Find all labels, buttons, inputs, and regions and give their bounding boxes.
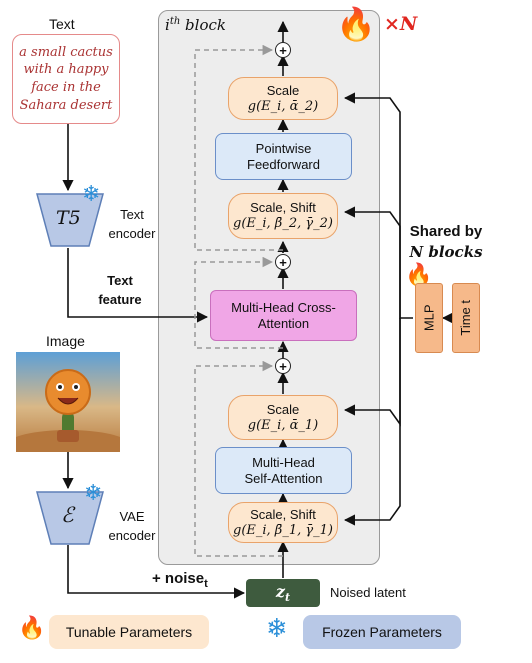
pointwise-feedforward-box: Pointwise Feedforward (215, 133, 352, 180)
noised-latent-label: Noised latent (330, 585, 406, 600)
block-title: ith block (165, 16, 226, 34)
t5-label: Text encoder (108, 207, 156, 241)
shared-label: Shared by N blocks (404, 222, 488, 263)
text-prompt-box: a small cactus with a happy face in the … (12, 34, 120, 124)
repeat-label: ×N (384, 13, 418, 35)
legend-frozen: Frozen Parameters (303, 615, 461, 649)
cross-attention-box: Multi-Head Cross-Attention (210, 290, 357, 341)
vae-label: VAE encoder (108, 509, 156, 543)
noise-subscript: t (204, 578, 208, 590)
residual-add-middle: + (275, 254, 291, 270)
shared-line-1: Shared by (409, 223, 483, 240)
fire-icon: 🔥 (336, 6, 376, 42)
scale-mid-box: Scale g(E_i, ᾱ_1) (228, 395, 338, 440)
residual-add-bottom: + (275, 358, 291, 374)
residual-add-top: + (275, 42, 291, 58)
fire-icon: 🔥 (18, 615, 46, 640)
noised-latent-box: zt (246, 579, 320, 607)
t5-symbol: T5 (56, 207, 81, 229)
time-box: Time t (452, 283, 480, 353)
self-attention-box: Multi-Head Self-Attention (215, 447, 352, 494)
shared-line-2: N blocks (409, 243, 483, 262)
image-label: Image (46, 333, 85, 349)
snowflake-icon: ❄ (266, 613, 288, 643)
cactus-image (16, 352, 120, 452)
latent-symbol: zt (275, 581, 291, 604)
noise-label: + noiset (152, 570, 208, 590)
snowflake-icon: ❄ (84, 480, 103, 505)
noise-text: + noise (152, 570, 205, 587)
vae-symbol: ℰ (61, 503, 74, 527)
snowflake-icon: ❄ (82, 181, 101, 206)
scale-shift-1-box: Scale, Shift g(E_i, β̄_1, γ̄_1) (228, 502, 338, 543)
t5-encoder-shape (36, 193, 104, 247)
mlp-box: MLP (415, 283, 443, 353)
legend-tunable: Tunable Parameters (49, 615, 209, 649)
fire-icon: 🔥 (405, 262, 433, 287)
scale-top-box: Scale g(E_i, ᾱ_2) (228, 77, 338, 120)
text-prompt: a small cactus with a happy face in the … (19, 44, 113, 113)
scale-shift-2-box: Scale, Shift g(E_i, β̄_2, γ̄_2) (228, 193, 338, 239)
vae-encoder-shape (36, 491, 104, 545)
text-feature-label: Text feature (98, 273, 142, 307)
text-input-label: Text (49, 16, 75, 32)
